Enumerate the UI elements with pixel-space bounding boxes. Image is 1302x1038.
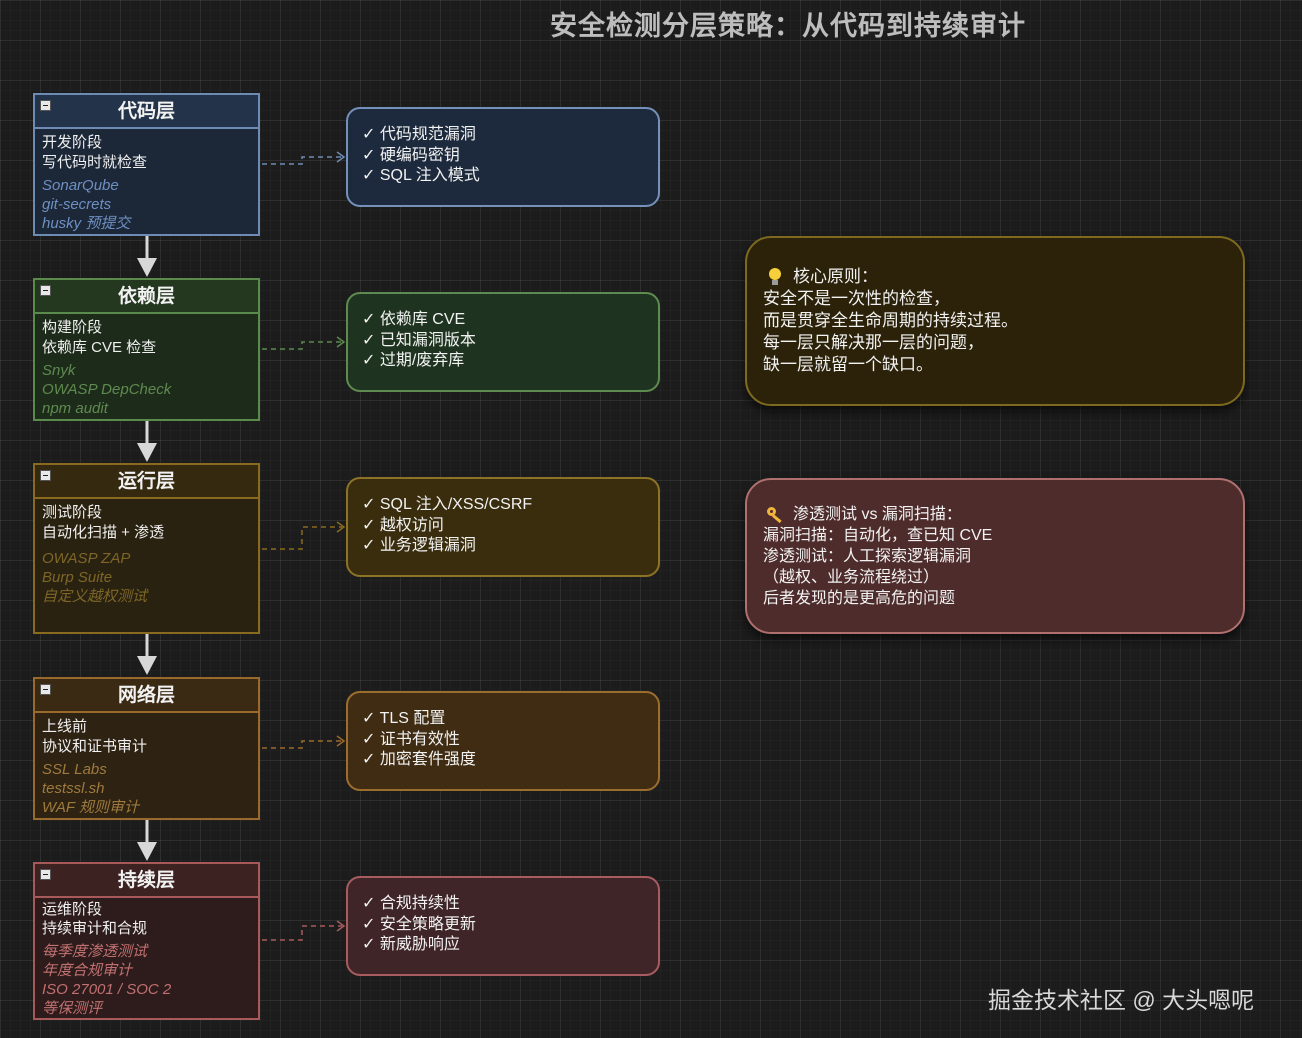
layer-runtime: 运行层 测试阶段 自动化扫描 + 渗透 OWASP ZAP Burp Suite…: [33, 463, 260, 634]
layer-title: 运行层: [117, 471, 175, 492]
check-item: ✓ 加密套件强度: [362, 751, 476, 768]
check-item: ✓ 过期/废弃库: [362, 352, 465, 369]
layer-stage-desc: 协议和证书审计: [42, 738, 148, 755]
collapse-icon[interactable]: [40, 285, 51, 296]
layer-title: 依赖层: [117, 286, 175, 307]
tool-item: testssl.sh: [42, 780, 105, 797]
tool-item: OWASP DepCheck: [42, 381, 172, 398]
tool-item: Burp Suite: [42, 569, 113, 586]
tool-item: SonarQube: [42, 177, 119, 194]
layer-stage: 上线前: [42, 718, 88, 735]
link-1: [262, 156, 342, 165]
layer-stage-desc: 持续审计和合规: [42, 920, 148, 937]
layer-stage: 开发阶段: [42, 134, 103, 151]
tool-item: OWASP ZAP: [42, 550, 131, 567]
note-heading: 渗透测试 vs 漏洞扫描：: [793, 506, 962, 523]
checks-network: ✓ TLS 配置 ✓ 证书有效性 ✓ 加密套件强度: [346, 691, 660, 791]
collapse-icon[interactable]: [40, 100, 51, 111]
tool-item: SSL Labs: [42, 761, 107, 778]
link-3: [262, 526, 342, 550]
layer-code: 代码层 开发阶段 写代码时就检查 SonarQube git-secrets h…: [33, 93, 260, 236]
layer-stage-desc: 写代码时就检查: [42, 154, 148, 171]
layer-header: 代码层: [35, 95, 258, 129]
note-line: （越权、业务流程绕过）: [763, 569, 940, 586]
layer-stage-desc: 依赖库 CVE 检查: [42, 339, 157, 356]
check-item: ✓ 业务逻辑漏洞: [362, 537, 476, 554]
checks-runtime: ✓ SQL 注入/XSS/CSRF ✓ 越权访问 ✓ 业务逻辑漏洞: [346, 477, 660, 577]
check-item: ✓ 证书有效性: [362, 730, 460, 748]
layer-header: 依赖层: [35, 280, 258, 314]
note-line: 每一层只解决那一层的问题，: [763, 333, 984, 352]
layer-title: 代码层: [117, 101, 175, 122]
check-item: ✓ SQL 注入模式: [362, 167, 480, 184]
layer-header: 网络层: [35, 679, 258, 713]
collapse-icon[interactable]: [40, 869, 51, 880]
layer-header: 持续层: [35, 864, 258, 898]
link-4: [262, 740, 342, 749]
note-line: 安全不是一次性的检查，: [763, 289, 950, 308]
lightbulb-icon: [767, 268, 783, 286]
check-item: ✓ 越权访问: [362, 516, 444, 534]
tool-item: WAF 规则审计: [42, 799, 139, 816]
tool-item: 年度合规审计: [42, 962, 133, 979]
layer-stage: 测试阶段: [42, 504, 103, 521]
layer-stage: 运维阶段: [42, 901, 103, 918]
tool-item: ISO 27001 / SOC 2: [42, 981, 172, 998]
layer-continuous: 持续层 运维阶段 持续审计和合规 每季度渗透测试 年度合规审计 ISO 2700…: [33, 862, 260, 1020]
check-item: ✓ 新威胁响应: [362, 936, 460, 953]
tool-item: husky 预提交: [42, 215, 131, 232]
note-line: 渗透测试：人工探索逻辑漏洞: [763, 548, 972, 565]
tool-item: 每季度渗透测试: [42, 943, 148, 960]
collapse-icon[interactable]: [40, 470, 51, 481]
layer-dependency: 依赖层 构建阶段 依赖库 CVE 检查 Snyk OWASP DepCheck …: [33, 278, 260, 421]
watermark: 掘金技术社区 @ 大头嗯呢: [988, 987, 1255, 1013]
tool-item: Snyk: [42, 362, 76, 379]
tool-item: git-secrets: [42, 196, 112, 213]
layer-stage: 构建阶段: [42, 319, 103, 336]
key-icon: [767, 506, 783, 524]
layer-stage-desc: 自动化扫描 + 渗透: [42, 524, 165, 541]
note-line: 后者发现的是更高危的问题: [763, 590, 956, 607]
check-item: ✓ 依赖库 CVE: [362, 311, 466, 328]
check-item: ✓ 合规持续性: [362, 895, 460, 912]
layer-header: 运行层: [35, 465, 258, 499]
check-item: ✓ 安全策略更新: [362, 915, 476, 933]
checks-continuous: ✓ 合规持续性 ✓ 安全策略更新 ✓ 新威胁响应: [346, 876, 660, 976]
link-2: [262, 341, 342, 350]
layer-title: 网络层: [117, 685, 175, 706]
collapse-icon[interactable]: [40, 684, 51, 695]
tool-item: 自定义越权测试: [42, 588, 148, 605]
note-line: 漏洞扫描：自动化，查已知 CVE: [763, 527, 993, 544]
layer-title: 持续层: [117, 870, 175, 891]
pentest-note: 渗透测试 vs 漏洞扫描： 漏洞扫描：自动化，查已知 CVE 渗透测试：人工探索…: [745, 478, 1245, 634]
note-line: 缺一层就留一个缺口。: [763, 355, 933, 374]
principle-note: 核心原则： 安全不是一次性的检查， 而是贯穿全生命周期的持续过程。 每一层只解决…: [745, 236, 1245, 406]
check-item: ✓ 已知漏洞版本: [362, 331, 476, 349]
tool-item: 等保测评: [42, 1000, 103, 1017]
checks-dependency: ✓ 依赖库 CVE ✓ 已知漏洞版本 ✓ 过期/废弃库: [346, 292, 660, 392]
check-item: ✓ 硬编码密钥: [362, 146, 460, 164]
check-item: ✓ TLS 配置: [362, 710, 446, 727]
check-item: ✓ 代码规范漏洞: [362, 126, 476, 143]
note-heading: 核心原则：: [793, 267, 878, 286]
layer-network: 网络层 上线前 协议和证书审计 SSL Labs testssl.sh WAF …: [33, 677, 260, 820]
link-5: [262, 925, 342, 941]
tool-item: npm audit: [42, 400, 108, 417]
check-item: ✓ SQL 注入/XSS/CSRF: [362, 496, 533, 513]
diagram-title: 安全检测分层策略：从代码到持续审计: [550, 11, 1026, 41]
checks-code: ✓ 代码规范漏洞 ✓ 硬编码密钥 ✓ SQL 注入模式: [346, 107, 660, 207]
note-line: 而是贯穿全生命周期的持续过程。: [763, 311, 1018, 330]
